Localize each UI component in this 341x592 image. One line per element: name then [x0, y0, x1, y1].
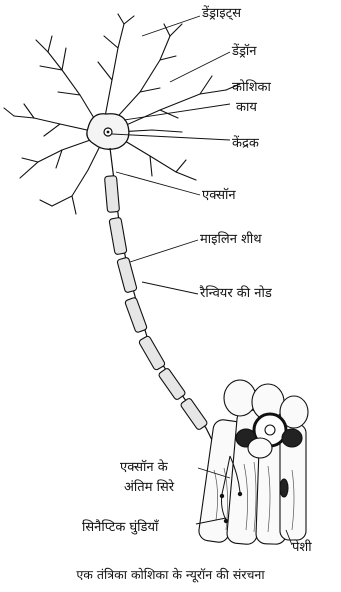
label-node-of-ranvier: रैन्वियर की नोड — [200, 286, 272, 302]
label-myelin-sheath: माइलिन शीथ — [200, 232, 262, 248]
label-cell-body-line2: काय — [236, 100, 257, 116]
label-axon-terminals-line2: अंतिम सिरे — [124, 480, 174, 496]
dendrites — [4, 14, 240, 214]
label-axon: एक्सॉन — [202, 188, 236, 204]
label-axon-terminals-line1: एक्सॉन के — [120, 460, 168, 476]
diagram-caption: एक तंत्रिका कोशिका के न्यूरॉन की संरचना — [0, 566, 341, 583]
label-muscle: पेशी — [292, 540, 312, 556]
label-synaptic-knobs: सिनैप्टिक घुंडियाँ — [82, 520, 158, 536]
label-nucleus: केंद्रक — [232, 136, 259, 152]
label-dendrites: डेंड्राइट्स — [202, 6, 241, 22]
label-cell-body-line1: कोशिका — [232, 80, 271, 96]
myelin-sheath — [104, 176, 208, 431]
label-dendron: डेंड्रॉन — [232, 44, 257, 60]
